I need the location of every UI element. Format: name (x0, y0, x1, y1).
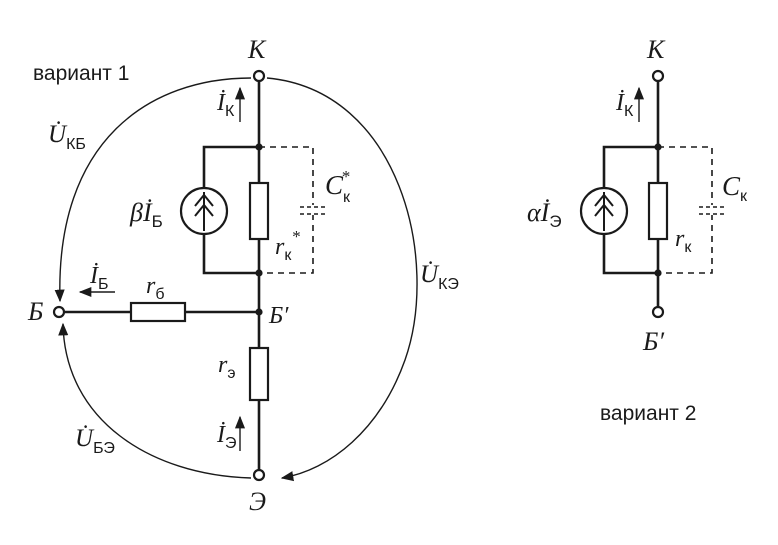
v2-source-bottom-wire (602, 234, 658, 275)
node-dot (255, 143, 263, 151)
v2-label-k: К (646, 35, 666, 64)
v2-node-dot (654, 143, 662, 151)
v2-terminal-k (651, 69, 665, 83)
v2-ck-dashed-branch (658, 146, 713, 274)
v2-rk-resistor (647, 181, 669, 241)
label-b: Б (27, 297, 43, 326)
v2-source-top-wire (602, 145, 658, 188)
uke-arc (266, 77, 418, 482)
label-ik: İК (216, 90, 235, 120)
label-beta-ib: βİБ (129, 198, 163, 231)
variant1-circuit (52, 69, 418, 482)
label-ib: İБ (89, 263, 109, 293)
terminal-e (252, 468, 266, 482)
re-resistor (248, 346, 270, 402)
v2-label-alpha-ie: αİЭ (527, 198, 562, 231)
v2-label-ik: İК (615, 90, 634, 120)
label-ck-star: Cк* (325, 167, 351, 206)
variant1-title: вариант 1 (33, 62, 129, 85)
label-e: Э (249, 487, 266, 516)
ukb-arc (54, 77, 252, 303)
label-b-prime: Б′ (268, 303, 289, 329)
node-dot (255, 269, 263, 277)
rb-resistor (129, 301, 187, 323)
v2-node-dot (654, 269, 662, 277)
variant2-circuit (579, 69, 725, 319)
v2-terminal-b-prime (651, 305, 665, 319)
current-source-arrow-icon (194, 192, 214, 231)
rk-resistor (248, 181, 270, 241)
label-rb: rб (146, 273, 165, 303)
ube-arc (58, 322, 252, 479)
label-k: К (247, 35, 267, 64)
source-bottom-wire (202, 234, 259, 275)
ck-dashed-branch (259, 146, 314, 274)
v2-label-b-prime: Б′ (642, 327, 664, 356)
label-re: rэ (218, 352, 236, 382)
terminal-b (52, 305, 66, 319)
source-top-wire (202, 145, 259, 188)
variant2-title: вариант 2 (600, 402, 696, 425)
v2-label-ck: Cк (722, 171, 748, 205)
node-b-prime-dot (255, 308, 263, 316)
terminal-k (252, 69, 266, 83)
label-uke: U̇КЭ (420, 261, 459, 293)
label-ie: İЭ (216, 422, 237, 452)
label-ube: U̇БЭ (75, 425, 115, 457)
v2-label-rk: rк (675, 226, 692, 256)
label-ukb: U̇КБ (48, 121, 86, 153)
v2-current-source-arrow-icon (594, 192, 614, 231)
label-rk-star: rк* (275, 227, 300, 264)
